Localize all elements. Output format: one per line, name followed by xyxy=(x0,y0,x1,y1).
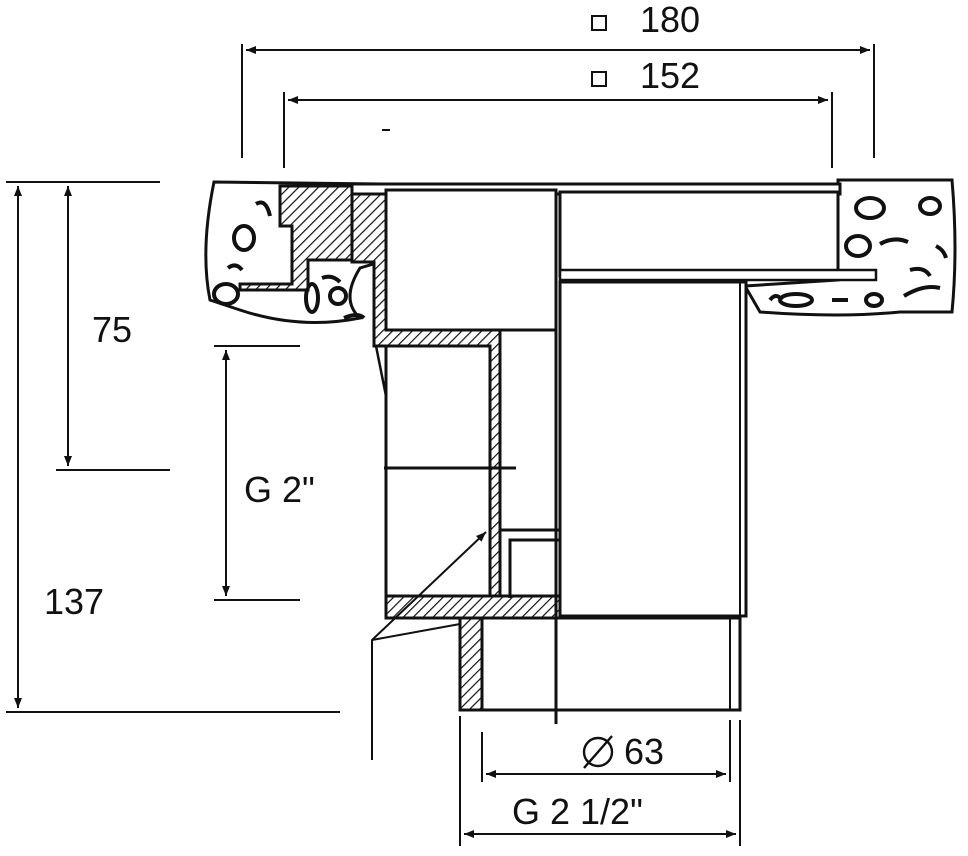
concrete-slab xyxy=(204,178,957,324)
dimension-180: 180 xyxy=(241,0,875,158)
dimension-137-label: 137 xyxy=(44,581,104,622)
aggregate-stones xyxy=(212,196,948,320)
dimension-180-label: 180 xyxy=(640,0,700,40)
dimension-63: 63 xyxy=(481,720,731,782)
dimension-152-label: 152 xyxy=(640,55,700,96)
leader-line xyxy=(371,531,487,760)
inner-sleeve xyxy=(384,344,492,598)
square-symbol xyxy=(591,15,607,31)
slab-left xyxy=(204,180,382,324)
dimension-g2-1-2-label: G 2 1/2" xyxy=(512,791,643,832)
grate xyxy=(558,190,840,278)
body-side xyxy=(558,280,748,618)
spigot-side xyxy=(480,616,742,712)
dimension-g2: G 2" xyxy=(214,345,315,601)
dimension-63-label: 63 xyxy=(624,731,664,772)
drain-body-right-view xyxy=(350,182,878,724)
dimension-152: 152 xyxy=(283,55,833,168)
dimension-g2-label: G 2" xyxy=(244,469,315,510)
bottom-plate-section xyxy=(384,594,562,620)
square-symbol xyxy=(591,71,607,87)
dimension-g2-1-2: G 2 1/2" xyxy=(459,716,741,846)
grate-rim xyxy=(558,268,878,282)
slab-right xyxy=(742,178,957,317)
dimension-vertical: 75 137 xyxy=(6,181,340,713)
spigot-section xyxy=(458,616,484,712)
dimension-75-label: 75 xyxy=(92,309,132,350)
diameter-symbol xyxy=(582,735,614,769)
